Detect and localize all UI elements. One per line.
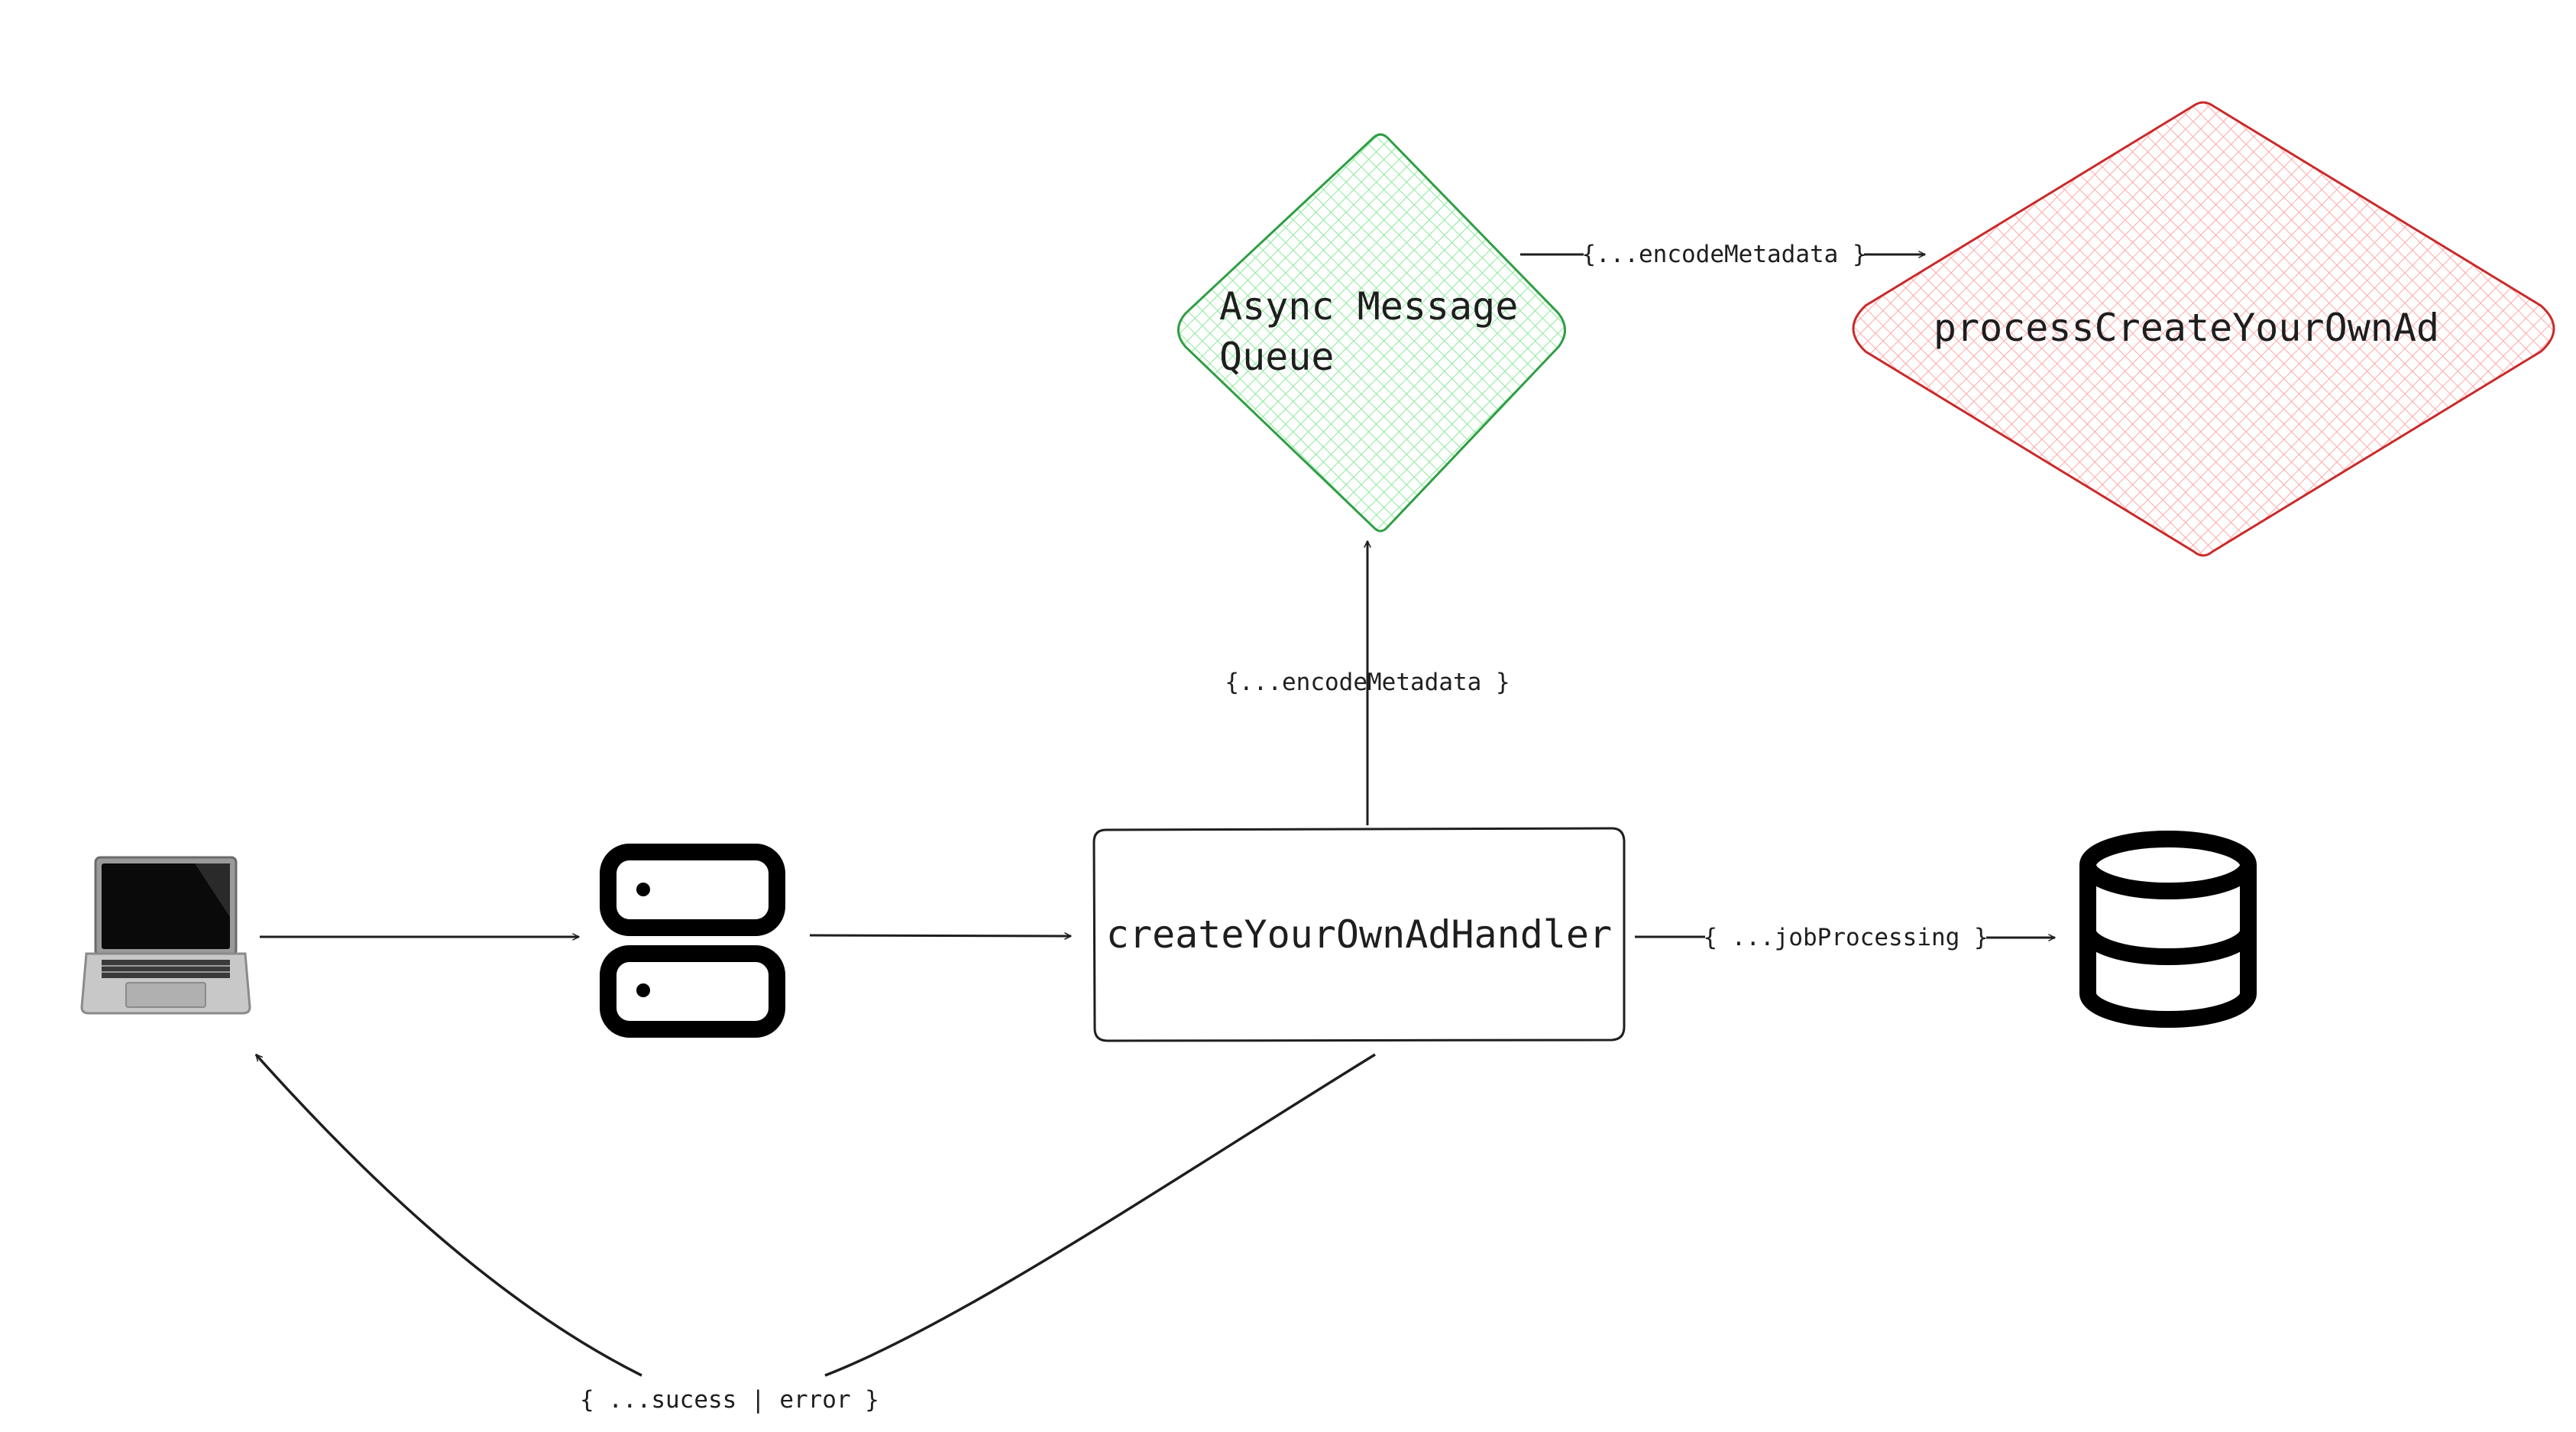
processor-label: processCreateYourOwnAd — [1934, 306, 2439, 350]
server-icon — [600, 844, 785, 1038]
processor-node: processCreateYourOwnAd — [1852, 101, 2555, 557]
database-icon — [2079, 831, 2257, 1028]
queue-node: Async Message Queue — [1177, 133, 1566, 533]
edge-label-queue-to-processor: {...encodeMetadata } — [1581, 241, 1866, 268]
edge-server-to-handler — [809, 932, 1072, 940]
queue-label-line2: Queue — [1219, 335, 1335, 379]
handler-node: createYourOwnAdHandler — [1092, 827, 1626, 1042]
edge-label-handler-to-db: { ...jobProcessing } — [1703, 924, 1988, 951]
queue-label-line1: Async Message — [1219, 284, 1518, 329]
laptop-icon — [80, 856, 251, 1015]
edge-label-handler-to-queue: {...encodeMetadata } — [1225, 669, 1510, 696]
edge-response-to-client — [256, 1055, 1376, 1377]
handler-label: createYourOwnAdHandler — [1106, 912, 1612, 957]
edge-label-response: { ...sucess | error } — [580, 1386, 879, 1414]
